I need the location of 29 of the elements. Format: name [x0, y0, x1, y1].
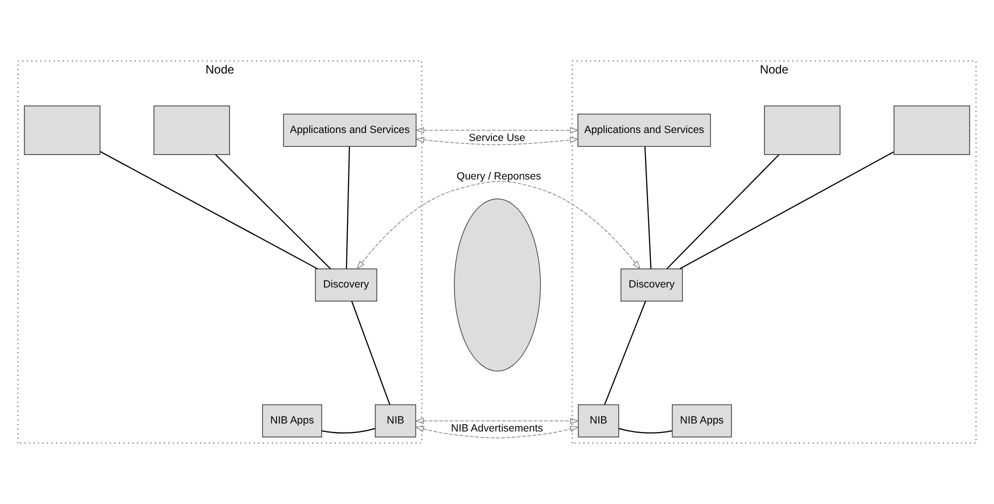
- connector: [346, 146, 350, 269]
- node-box: Discovery: [314, 268, 378, 302]
- node-box: [894, 106, 970, 155]
- node-box: NIB: [374, 404, 416, 438]
- arrow: [356, 181, 641, 270]
- node-box: [764, 106, 840, 155]
- edge-label: Service Use: [468, 132, 526, 144]
- connector: [322, 428, 376, 434]
- node-box: Discovery: [620, 268, 683, 302]
- node-box: [24, 106, 100, 155]
- connector: [644, 146, 652, 269]
- connector: [215, 154, 331, 270]
- node-box: Applications and Services: [578, 114, 711, 147]
- connector: [100, 151, 318, 270]
- connector: [618, 428, 672, 434]
- edge-label: NIB Advertisements: [451, 424, 543, 435]
- connector: [666, 154, 780, 270]
- arrow: [414, 418, 580, 438]
- connector: [680, 151, 894, 270]
- node-box: NIB Apps: [262, 404, 322, 438]
- arrow: [415, 127, 579, 146]
- connector: [604, 300, 646, 405]
- node-box: NIB: [578, 404, 620, 438]
- node-box: NIB Apps: [672, 404, 732, 438]
- node-cloud: [454, 198, 541, 372]
- edge-label: Query / Reponses: [456, 171, 542, 182]
- node-box: [154, 106, 230, 155]
- connector: [351, 300, 390, 405]
- node-box: Applications and Services: [283, 114, 416, 147]
